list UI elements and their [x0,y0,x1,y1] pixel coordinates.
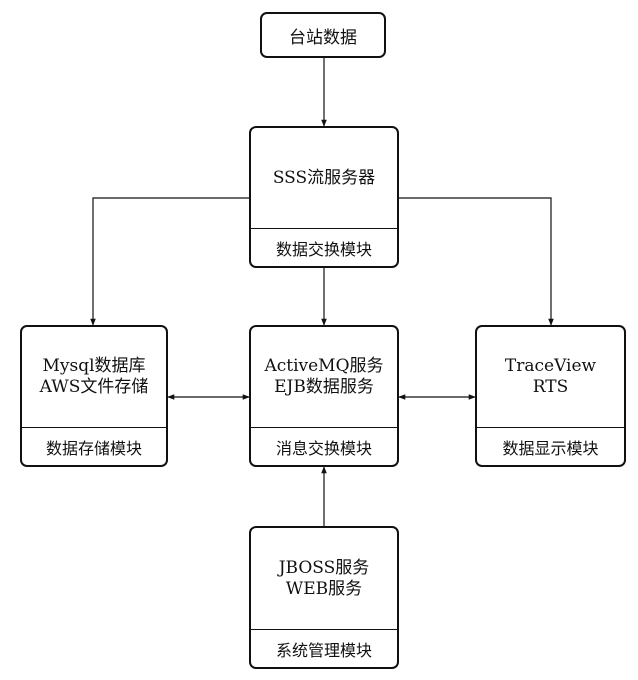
arrow-sss-to-display [398,197,554,326]
node-activemq-line-2: EJB数据服务 [274,377,374,397]
node-jboss-main: JBOSS服务 WEB服务 [251,528,397,629]
node-station-data: 台站数据 [260,12,386,58]
node-station-data-label: 台站数据 [289,27,357,48]
node-jboss-line-1: JBOSS服务 [278,557,370,578]
node-activemq-module: 消息交换模块 [251,427,397,465]
arrow-sss-to-storage [90,197,250,326]
node-sss-main: SSS流服务器 [251,128,397,228]
node-sss-module: 数据交换模块 [251,228,397,266]
node-storage: Mysql数据库 AWS文件存储 数据存储模块 [20,325,168,467]
node-jboss-module: 系统管理模块 [251,629,397,667]
node-activemq-main: ActiveMQ服务 EJB数据服务 [251,327,397,427]
node-display-line-1: TraceView [504,356,597,376]
node-display: TraceView RTS 数据显示模块 [475,325,626,467]
node-display-module: 数据显示模块 [477,427,624,465]
node-display-main: TraceView RTS [477,327,624,427]
node-activemq: ActiveMQ服务 EJB数据服务 消息交换模块 [249,325,399,467]
node-display-line-2: RTS [532,377,569,397]
node-jboss: JBOSS服务 WEB服务 系统管理模块 [249,526,399,669]
node-storage-main: Mysql数据库 AWS文件存储 [22,327,166,427]
node-storage-line-2: AWS文件存储 [39,377,149,397]
node-jboss-line-2: WEB服务 [285,578,363,599]
node-storage-line-1: Mysql数据库 [42,356,146,376]
node-storage-module: 数据存储模块 [22,427,166,465]
node-sss-line-1: SSS流服务器 [272,167,376,188]
node-sss-stream-server: SSS流服务器 数据交换模块 [249,126,399,268]
node-activemq-line-1: ActiveMQ服务 [264,356,384,376]
